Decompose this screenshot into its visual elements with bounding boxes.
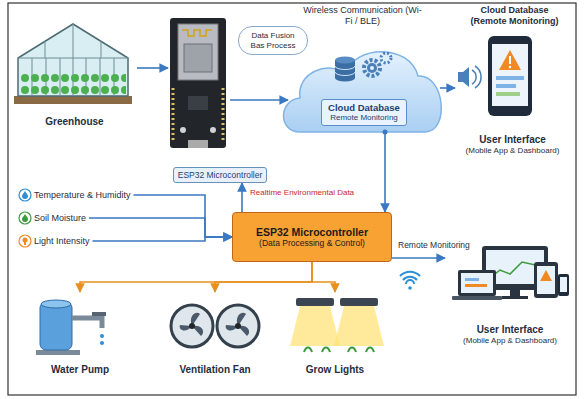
connector-arrow	[312, 262, 335, 292]
node-subtitle: Remote Monitoring	[328, 113, 400, 123]
sensor-item: Temperature & Humidity	[18, 188, 131, 202]
node-title: Ventilation Fan	[179, 364, 250, 376]
label-box: ESP32 Microcontroller	[173, 167, 268, 183]
actuator-node: Grow Lights	[285, 292, 385, 376]
connector-arrow	[80, 262, 312, 292]
connector-arrow	[134, 195, 233, 237]
node-title: Water Pump	[51, 364, 109, 376]
connector-arrow	[137, 67, 168, 69]
node-subtitle: (Mobile App & Dashboard)	[466, 146, 560, 156]
frame	[8, 3, 576, 395]
cloud-node: Cloud DatabaseRemote Monitoring	[288, 40, 440, 132]
connector-arrow	[215, 262, 312, 292]
connector-arrow	[392, 257, 445, 259]
edge-label: Remote Monitoring	[396, 240, 472, 250]
label-box: Cloud DatabaseRemote Monitoring	[321, 99, 407, 126]
node-subtitle: (Mobile App & Dashboard)	[463, 336, 557, 346]
connector-arrow	[384, 132, 386, 212]
connector-arrow	[440, 87, 455, 89]
connector-arrow	[230, 99, 288, 101]
actuator-node: Ventilation Fan	[160, 292, 270, 376]
controller-box: ESP32 Microcontroller(Data Processing & …	[232, 212, 392, 262]
user-interface-node: User Interface(Mobile App & Dashboard)	[445, 240, 575, 346]
sensor-item: Soil Moisture	[18, 211, 86, 225]
user-interface-node: User Interface(Mobile App & Dashboard)	[455, 36, 570, 156]
cloud-shape	[284, 52, 442, 135]
wireless-label: Wireless Communication (Wi-Fi / BLE)	[300, 5, 425, 27]
sensor-item: Light Intensity	[18, 234, 90, 248]
connector-arrow	[93, 237, 233, 241]
data-fusion-bubble: Data Fusion Bas Process	[238, 26, 308, 55]
greenhouse-picture	[14, 24, 132, 104]
fan-picture	[171, 305, 259, 347]
esp32-board	[170, 18, 226, 148]
node-title: Soil Moisture	[34, 213, 86, 224]
water-pump-picture	[36, 300, 106, 355]
node-title: Grow Lights	[306, 364, 364, 376]
connector-arrow	[89, 218, 232, 237]
node-title: ESP32 Microcontroller	[256, 226, 368, 239]
node-title: Greenhouse	[45, 116, 103, 128]
node-title: Cloud Database	[328, 102, 400, 113]
edge-label: Realtime Environmental Data	[248, 188, 356, 198]
actuator-node: Water Pump	[30, 292, 130, 376]
node-title: Temperature & Humidity	[34, 190, 131, 201]
node-title: Data Fusion Bas Process	[245, 31, 301, 50]
node-title: ESP32 Microcontroller	[178, 170, 263, 180]
phone-picture	[458, 36, 532, 116]
node-title: User Interface	[479, 134, 546, 146]
sensor-icons	[19, 189, 31, 247]
grow-lights-picture	[290, 298, 384, 352]
greenhouse-node: Greenhouse	[12, 18, 137, 128]
cloud-heading: Cloud Database (Remote Monitoring)	[462, 5, 567, 27]
devices-picture	[452, 246, 569, 300]
node-title: User Interface	[477, 324, 544, 336]
connector-arrow	[241, 183, 243, 212]
node-subtitle: (Data Processing & Control)	[259, 238, 365, 248]
node-title: Light Intensity	[34, 236, 90, 247]
wifi-icon	[400, 272, 420, 290]
